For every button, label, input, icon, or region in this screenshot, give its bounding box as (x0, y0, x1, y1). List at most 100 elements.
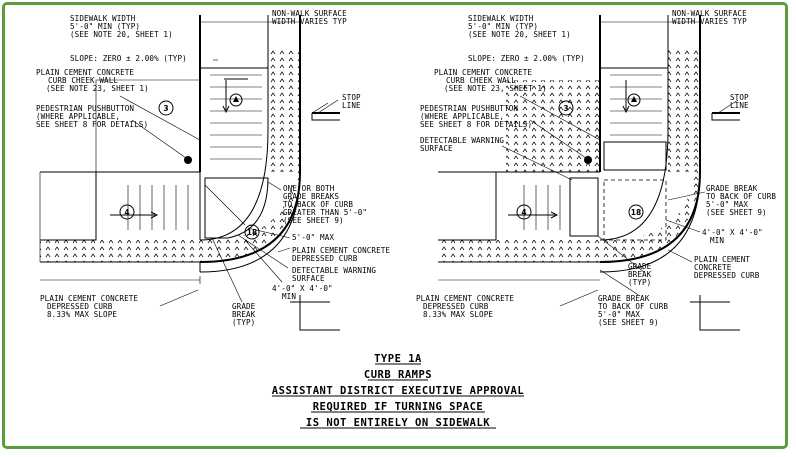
right-detail: 3 4 18 SIDEWALK WIDTH 5'-0" MIN (TYP) (S… (416, 9, 776, 331)
callout-label: PEDESTRIAN PUSHBUTTON (36, 104, 134, 113)
left-badge-18 (244, 224, 260, 240)
callout-label: TO BACK OF CURB (598, 302, 668, 311)
callout-label: 18 (247, 228, 257, 237)
callout-label: DETECTABLE WARNING (292, 266, 376, 275)
callout-label: PLAIN CEMENT CONCRETE (36, 68, 134, 77)
callout-label: PLAIN CEMENT CONCRETE (40, 294, 138, 303)
left-badge-4 (119, 204, 135, 220)
callout-label: 3 (563, 104, 568, 113)
callout-label: PLAIN CEMENT CONCRETE (434, 68, 532, 77)
right-slope-icon (627, 93, 641, 107)
callout-label: 8.33% MAX SLOPE (423, 310, 493, 319)
callout-label: PEDESTRIAN PUSHBUTTON (420, 104, 518, 113)
callout-label: STOP (730, 93, 749, 102)
title-line-1: TYPE 1A (374, 353, 422, 365)
callout-label: SIDEWALK WIDTH (468, 14, 534, 23)
callout-label: 8.33% MAX SLOPE (47, 310, 117, 319)
callout-label: (SEE NOTE 23, SHEET 1) (46, 84, 149, 93)
callout-label: SURFACE (292, 274, 325, 283)
callout-label: CURB CHEEK WALL (48, 76, 118, 85)
callout-label: CONCRETE (694, 263, 732, 272)
callout-label: MIN (282, 292, 296, 301)
callout-label: SEE SHEET 8 FOR DETAILS) (420, 120, 532, 129)
callout-label: ONE OR BOTH (283, 184, 335, 193)
callout-label: LINE (730, 101, 749, 110)
callout-label: 18 (631, 208, 641, 217)
callout-label: 5'-0" MIN (TYP) (468, 22, 538, 31)
callout-label: GREATER THAN 5'-0" (283, 208, 367, 217)
left-slope-icon (229, 93, 243, 107)
right-sidewalk-hatch-upper (506, 80, 600, 172)
callout-label: 3 (163, 104, 168, 113)
callout-label: SEE SHEET 8 FOR DETAILS) (36, 120, 148, 129)
callout-label: 4'-0" X 4'-0" (272, 284, 333, 293)
callout-label: (SEE SHEET 9) (283, 216, 344, 225)
left-sidewalk-hatch-lower (40, 240, 200, 262)
callout-label: (TYP) (628, 278, 651, 287)
callout-label: 5'-0" MAX (706, 200, 748, 209)
callout-label: (SEE SHEET 9) (598, 318, 659, 327)
callout-label: DEPRESSED CURB (47, 302, 113, 311)
callout-label: WIDTH VARIES TYP (272, 17, 347, 26)
callout-label: (TYP) (232, 318, 255, 327)
callout-label: DEPRESSED CURB (292, 254, 358, 263)
callout-label: (SEE NOTE 20, SHEET 1) (468, 30, 571, 39)
callout-label: (WHERE APPLICABLE, (420, 112, 504, 121)
callout-label: WIDTH VARIES TYP (672, 17, 747, 26)
callout-label: 5'-0" MAX (292, 233, 334, 242)
title-line-3: ASSISTANT DISTRICT EXECUTIVE APPROVAL (272, 385, 524, 397)
callout-label: PLAIN CEMENT CONCRETE (292, 246, 390, 255)
callout-label: 5'-0" MAX (598, 310, 640, 319)
callout-label: NON-WALK SURFACE (272, 9, 347, 18)
callout-label: STOP (342, 93, 361, 102)
callout-label: NON-WALK SURFACE (672, 9, 747, 18)
callout-label: GRADE (232, 302, 256, 311)
callout-label: GRADE BREAK (598, 294, 650, 303)
callout-label: SLOPE: ZERO ± 2.00% (TYP) (468, 54, 585, 63)
title-line-2: CURB RAMPS (364, 369, 432, 381)
callout-label: SIDEWALK WIDTH (70, 14, 136, 23)
callout-label: PLAIN CEMENT CONCRETE (416, 294, 514, 303)
left-badge-3 (158, 100, 174, 116)
callout-label: 4'-0" X 4'-0" (702, 228, 763, 237)
title-line-4: REQUIRED IF TURNING SPACE (313, 401, 484, 413)
drawing-frame (2, 2, 788, 449)
right-corner-hatch (600, 172, 700, 262)
callout-label: SLOPE: ZERO ± 2.00% (TYP) (70, 54, 187, 63)
right-nonwalk-hatch (668, 50, 700, 172)
callout-label: (SEE SHEET 9) (706, 208, 767, 217)
callout-label: GRADE BREAK (706, 184, 758, 193)
right-detectable-warning-left (569, 177, 599, 237)
callout-label: PLAIN CEMENT (694, 255, 750, 264)
callout-label: SURFACE (420, 144, 453, 153)
left-nonwalk-hatch (268, 50, 300, 172)
callout-label: BREAK (232, 310, 256, 319)
callout-label: TO BACK OF CURB (706, 192, 776, 201)
callout-label: DETECTABLE WARNING (420, 136, 504, 145)
callout-label: GRADE (628, 262, 652, 271)
right-sidewalk-hatch-lower (438, 240, 600, 262)
callout-label: DEPRESSED CURB (694, 271, 760, 280)
right-detectable-warning-top (603, 141, 667, 171)
callout-label: (SEE NOTE 23, SHEET 1) (444, 84, 547, 93)
callout-label: TO BACK OF CURB (283, 200, 353, 209)
callout-label: (WHERE APPLICABLE, (36, 112, 120, 121)
left-detail: 3 4 18 SIDEWALK WIDTH 5'-0" MIN (TYP) (S… (36, 9, 390, 331)
right-badge-4 (516, 204, 532, 220)
right-turning-space (603, 179, 667, 241)
left-corner-hatch (200, 172, 300, 262)
callout-label: 4 (124, 208, 129, 217)
title-line-5: IS NOT ENTIRELY ON SIDEWALK (306, 417, 490, 429)
right-badge-18 (628, 204, 644, 220)
callout-label: CURB CHEEK WALL (446, 76, 516, 85)
callout-label: (SEE NOTE 20, SHEET 1) (70, 30, 173, 39)
callout-label: BREAK (628, 270, 652, 279)
callout-label: GRADE BREAKS (283, 192, 339, 201)
callout-label: DEPRESSED CURB (423, 302, 489, 311)
title-block: TYPE 1A CURB RAMPS ASSISTANT DISTRICT EX… (272, 353, 524, 429)
right-badge-3 (558, 100, 574, 116)
callout-label: MIN (710, 236, 724, 245)
callout-label: 4 (521, 208, 526, 217)
callout-label: LINE (342, 101, 361, 110)
